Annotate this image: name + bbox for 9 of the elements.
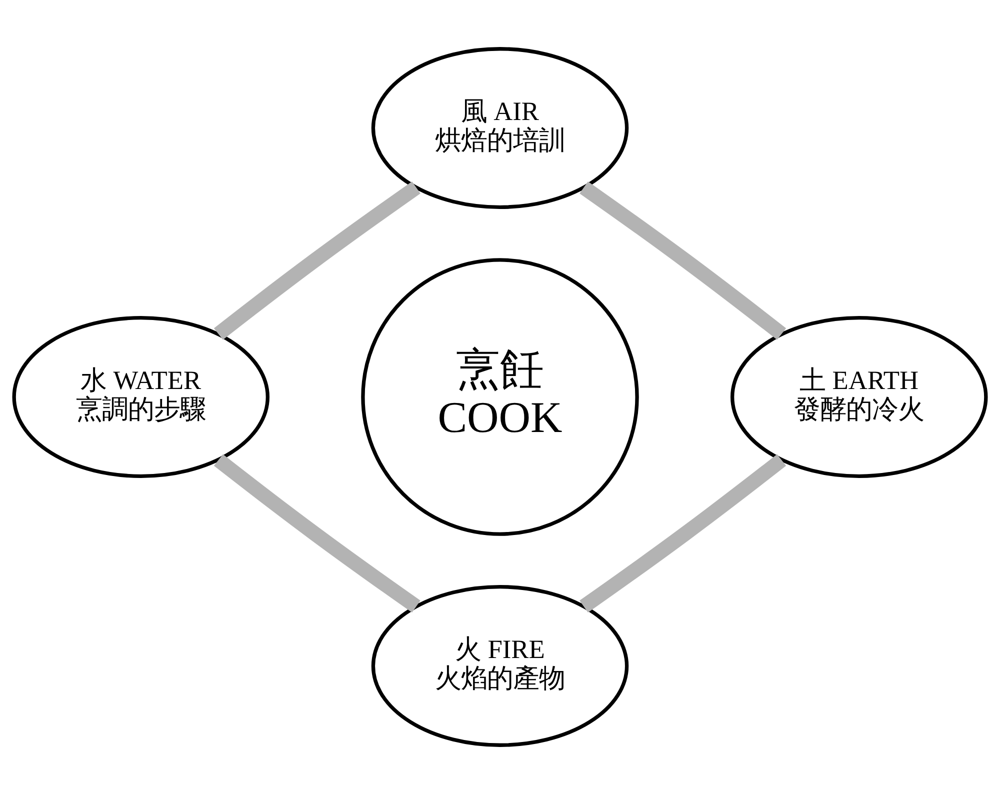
node-ellipse: 水 WATER 烹調的步驟 (12, 316, 270, 478)
node-ellipse: 風 AIR 烘焙的培訓 (371, 46, 629, 208)
connector (580, 180, 786, 340)
connector (214, 454, 420, 612)
node-ellipse: 土 EARTH 發酵的冷火 (730, 316, 988, 478)
connector (580, 454, 786, 612)
connector (214, 180, 420, 340)
node-circle: 烹飪 COOK (361, 258, 639, 536)
node-ellipse: 火 FIRE 火焰的產物 (371, 584, 629, 746)
